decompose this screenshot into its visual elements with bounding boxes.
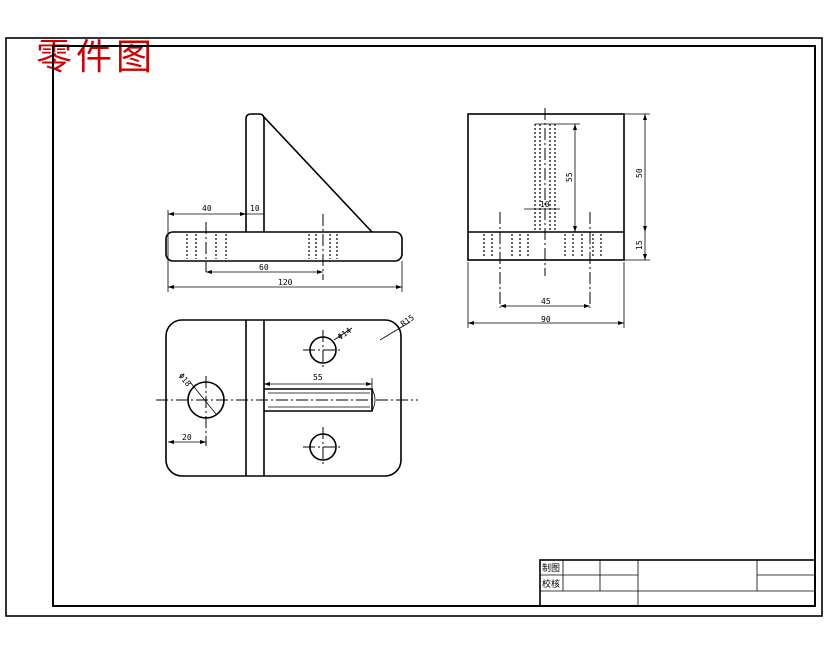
- top-dim-d18: Φ18: [176, 372, 192, 389]
- side-dim-45: 45: [541, 297, 551, 306]
- top-dim-20: 20: [182, 433, 192, 442]
- side-dim-55: 55: [565, 172, 574, 182]
- front-dim-40: 40: [202, 204, 212, 213]
- title-block-checked-by: 校核: [542, 578, 560, 590]
- side-dim-10: 10: [540, 200, 550, 209]
- drawing-title: 零件图: [36, 37, 157, 78]
- title-block: 制图 校核: [539, 559, 816, 607]
- side-dim-50: 50: [635, 168, 644, 178]
- top-dim-d14: Φ14: [336, 326, 353, 342]
- side-outline: [467, 113, 625, 261]
- front-view: 40 10 60 120: [165, 113, 403, 292]
- front-hidden-holes: [186, 234, 338, 259]
- inner-frame: [52, 45, 816, 607]
- side-hidden-wall: [534, 123, 556, 232]
- title-block-drawn-by: 制图: [542, 562, 560, 574]
- side-dim-90: 90: [541, 315, 551, 324]
- front-dim-120: 120: [278, 278, 293, 287]
- top-dim-r15: R15: [399, 313, 416, 329]
- top-view: R15 Φ14 Φ18 55 20: [156, 313, 418, 477]
- front-dim-10: 10: [250, 204, 260, 213]
- side-view: 55 10 50 15 45 90: [467, 108, 650, 328]
- front-base-plate: [165, 231, 403, 262]
- front-rib: [263, 116, 373, 233]
- top-dim-55: 55: [313, 373, 323, 382]
- side-dim-15: 15: [635, 240, 644, 250]
- outer-frame: [5, 37, 823, 617]
- front-vertical-wall: [245, 113, 265, 232]
- side-hidden-holes: [483, 234, 602, 258]
- front-dim-60: 60: [259, 263, 269, 272]
- top-outline: [165, 319, 402, 477]
